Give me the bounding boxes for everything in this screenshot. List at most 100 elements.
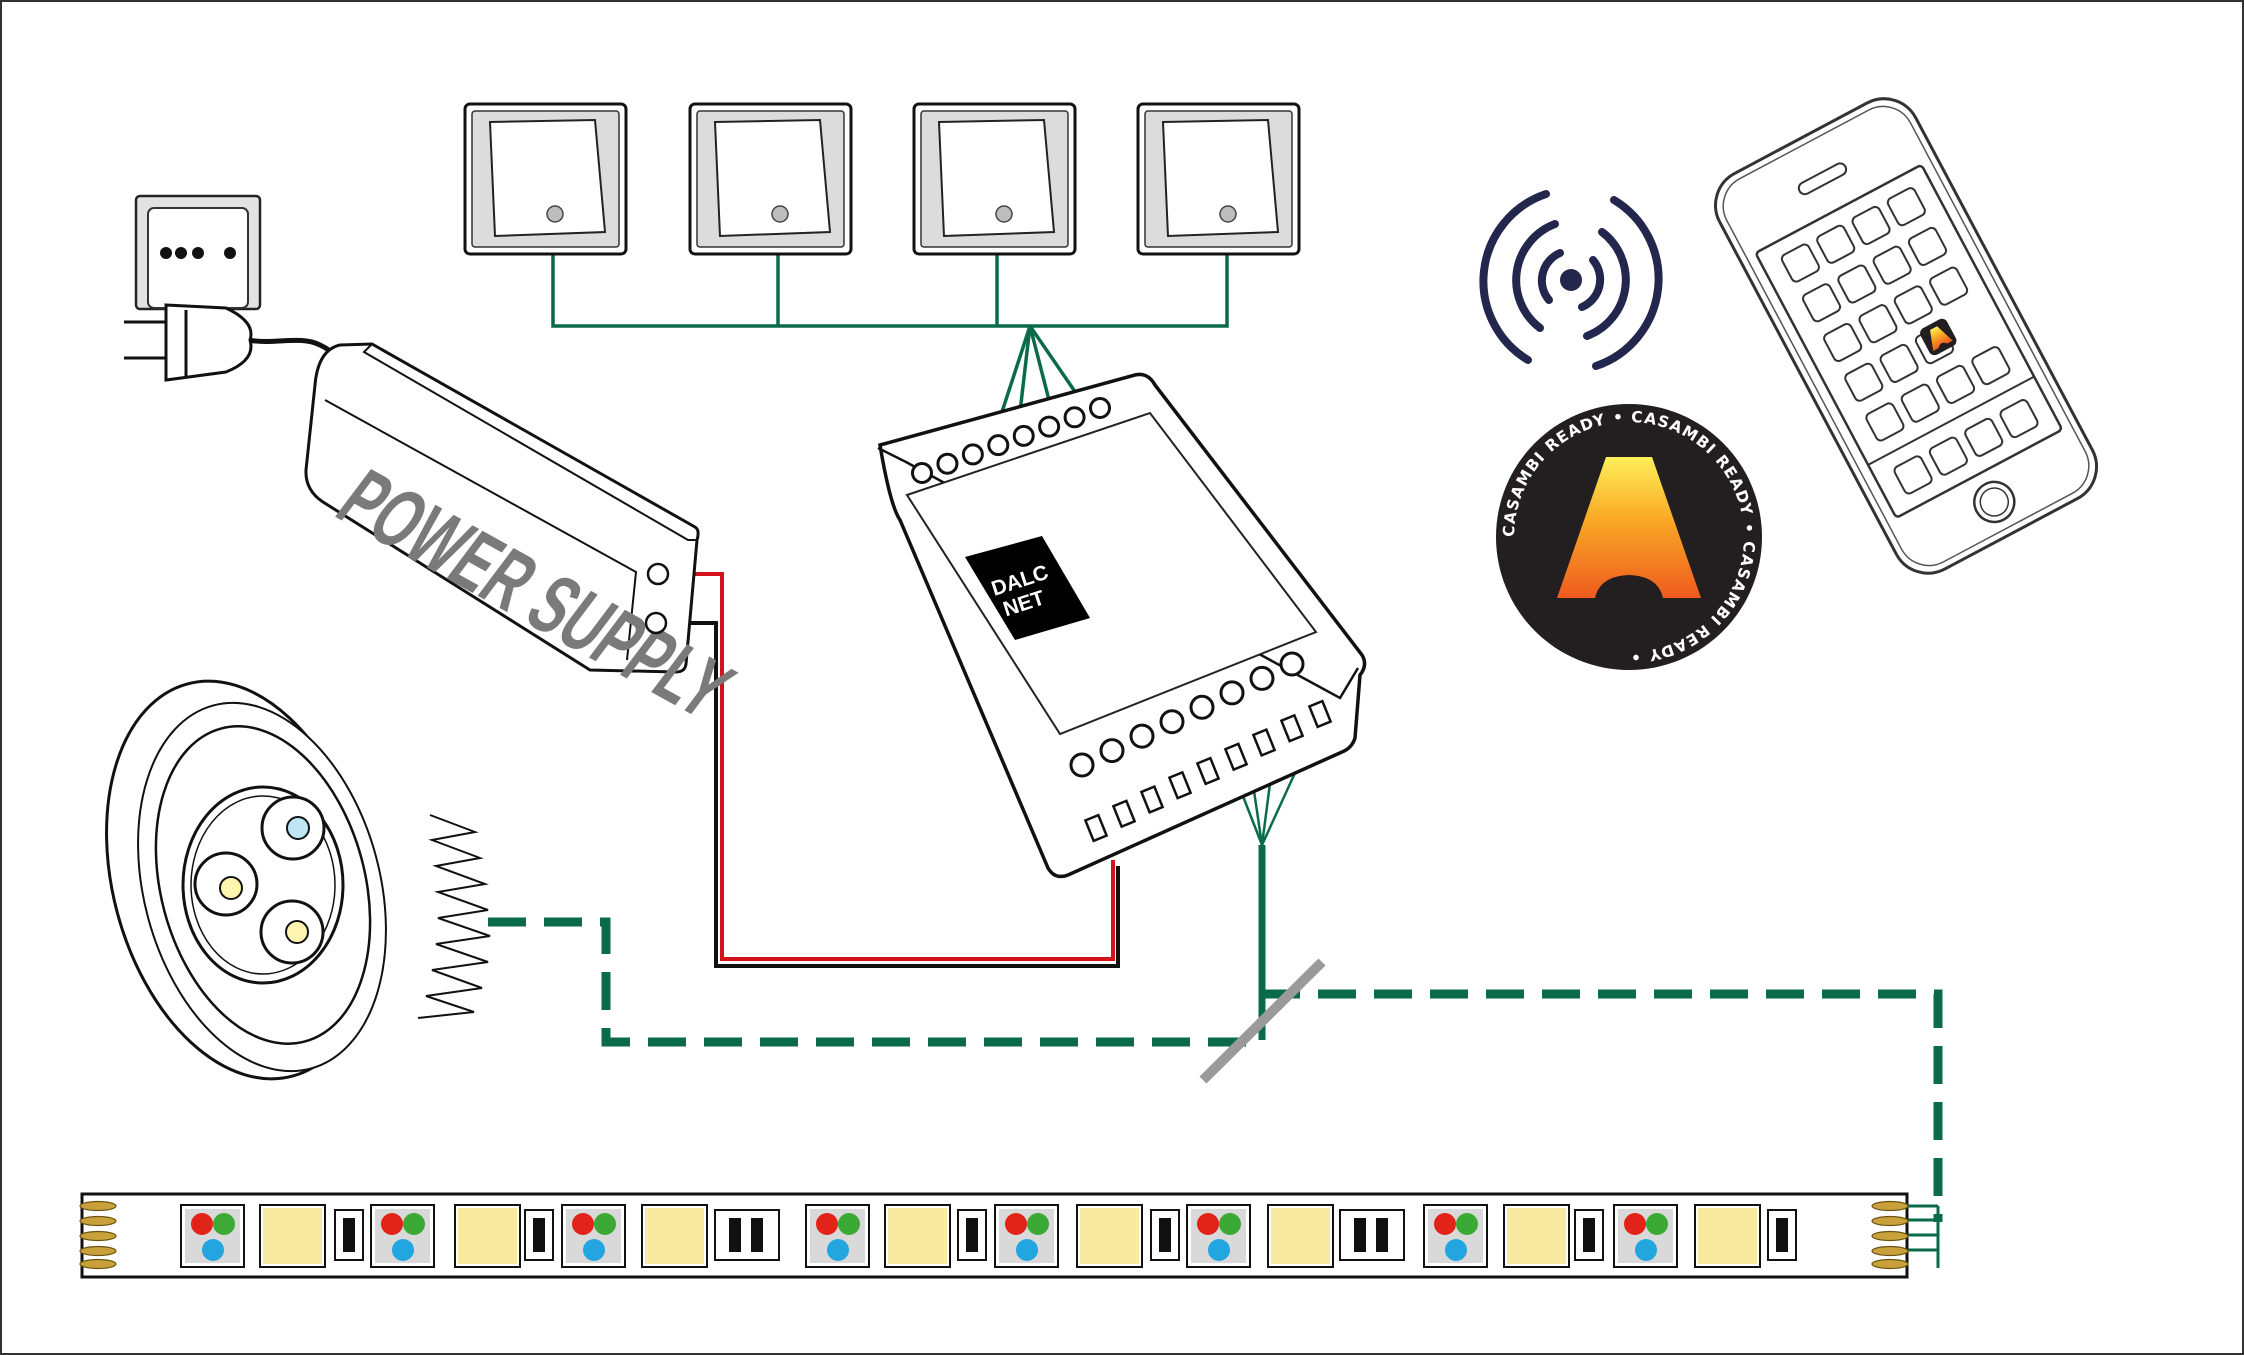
dalcnet-controller: DALC NET [877,372,1367,879]
solder-pad [79,1215,117,1227]
phone-home-button [1973,480,2016,524]
dashed-connection [488,917,1943,1222]
solder-pad [1871,1200,1909,1212]
solder-pad [1871,1230,1909,1242]
phone-app-icon[interactable] [1851,205,1892,246]
phone-app-icon[interactable] [1893,285,1934,326]
warm-white-led-chip [884,1204,951,1268]
controller-screw-slot [1195,756,1221,786]
strip-solder-pads-right [1871,1200,1909,1270]
phone-dock-icon[interactable] [1893,455,1934,496]
strip-resistor [957,1209,987,1261]
psu-positive-terminal [646,562,670,586]
controller-output-terminal [1249,665,1275,691]
dalcnet-logo [965,536,1090,640]
phone-dock-icon[interactable] [1999,398,2040,439]
phone-speaker [1797,162,1848,196]
phone-dock-icon[interactable] [1928,436,1969,477]
controller-screw-slot [1279,713,1305,743]
phone-app-icon[interactable] [1801,282,1842,323]
controller-screw-slot [1083,813,1109,843]
strip-resistor [1767,1209,1797,1261]
warm-white-led-chip [259,1204,326,1268]
strip-resistor [524,1209,554,1261]
power-wires [663,572,1120,968]
controller-output-terminal [1189,694,1215,720]
wiring [247,255,1943,1268]
controller-output-terminal [1219,680,1245,706]
rgb-led-chip [994,1204,1059,1268]
controller-output-terminals [1069,651,1305,778]
controller-output-terminal [1159,709,1185,735]
warm-white-led-chip [1076,1204,1143,1268]
phone-app-icon[interactable] [1844,362,1885,403]
phone-app-icon[interactable] [1822,322,1863,363]
phone-app-icon[interactable] [1780,243,1821,284]
controller-input-terminal [987,434,1010,457]
solder-pad [1871,1245,1909,1257]
controller-input-terminal [1089,397,1111,419]
phone-app-icon[interactable] [1872,245,1913,286]
push-switch-1 [463,102,628,256]
strip-resistor [1150,1209,1180,1261]
rgb-led-chip [1613,1204,1678,1268]
rgb-led-chip [1423,1204,1488,1268]
wireless-signal-icon [1479,190,1663,370]
switch-bus-wire [551,255,1229,419]
controller-output-terminal [1069,752,1095,778]
rgb-led-chip [180,1204,245,1268]
solder-pad [79,1230,117,1242]
controller-input-terminal [911,462,933,484]
controller-screw-slot [1307,699,1333,729]
strip-led-modules [180,1204,1797,1268]
strip-solder-pads-left [79,1200,117,1270]
mains-plug [124,303,253,382]
warm-white-led-chip [1267,1204,1334,1268]
controller-screw-slot [1139,785,1165,814]
controller-output-terminal [1279,651,1305,677]
push-switches [463,102,1301,256]
rgb-led-chip [1186,1204,1251,1268]
phone-app-icon[interactable] [1879,343,1920,384]
phone-app-icon[interactable] [1971,345,2012,386]
push-switch-3 [912,102,1077,256]
solder-pad [79,1245,117,1257]
phone-dock-icon[interactable] [1963,417,2004,458]
solder-pad [1871,1215,1909,1227]
controller-input-terminal [1063,406,1086,429]
push-switch-4 [1136,102,1301,256]
phone-app-icon[interactable] [1837,264,1878,305]
casambi-app-logo [1930,326,1953,351]
phone-app-icon[interactable] [1865,402,1906,443]
push-switch-2 [688,102,853,256]
warm-white-led-chip [1503,1204,1570,1268]
phone-app-icon[interactable] [1900,383,1941,424]
rgb-led-chip [370,1204,435,1268]
phone-app-icon[interactable] [1858,303,1899,344]
psu-negative-terminal [644,611,668,635]
phone-app-icon[interactable] [1886,186,1927,227]
controller-input-terminals [911,397,1111,484]
controller-screw-slot [1167,770,1193,800]
controller-output-terminal [1129,723,1155,749]
phone-app-icon[interactable] [1907,226,1948,267]
phone-app-icon[interactable] [1935,364,1976,405]
casambi-ready-badge: CASAMBI READY • CASAMBI READY • CASAMBI … [1496,404,1762,670]
controller-screw-slot [1223,742,1249,772]
warm-white-led-chip [454,1204,521,1268]
phone-app-icon[interactable] [1815,224,1856,265]
controller-screw-slot [1251,728,1277,757]
controller-input-terminal [961,443,984,466]
led-downlight [105,679,491,1081]
controller-input-terminal [1012,424,1035,447]
strip-resistor [334,1209,364,1261]
phone-app-icon[interactable] [1928,266,1969,307]
heatsink-fins [417,814,491,1019]
controller-screw-slot [1111,799,1137,829]
controller-input-terminal [1038,415,1061,438]
controller-input-terminal [936,452,959,475]
controller-screw-slots [1083,699,1333,843]
strip-resistor [1574,1209,1604,1261]
smartphone [1714,97,2099,575]
